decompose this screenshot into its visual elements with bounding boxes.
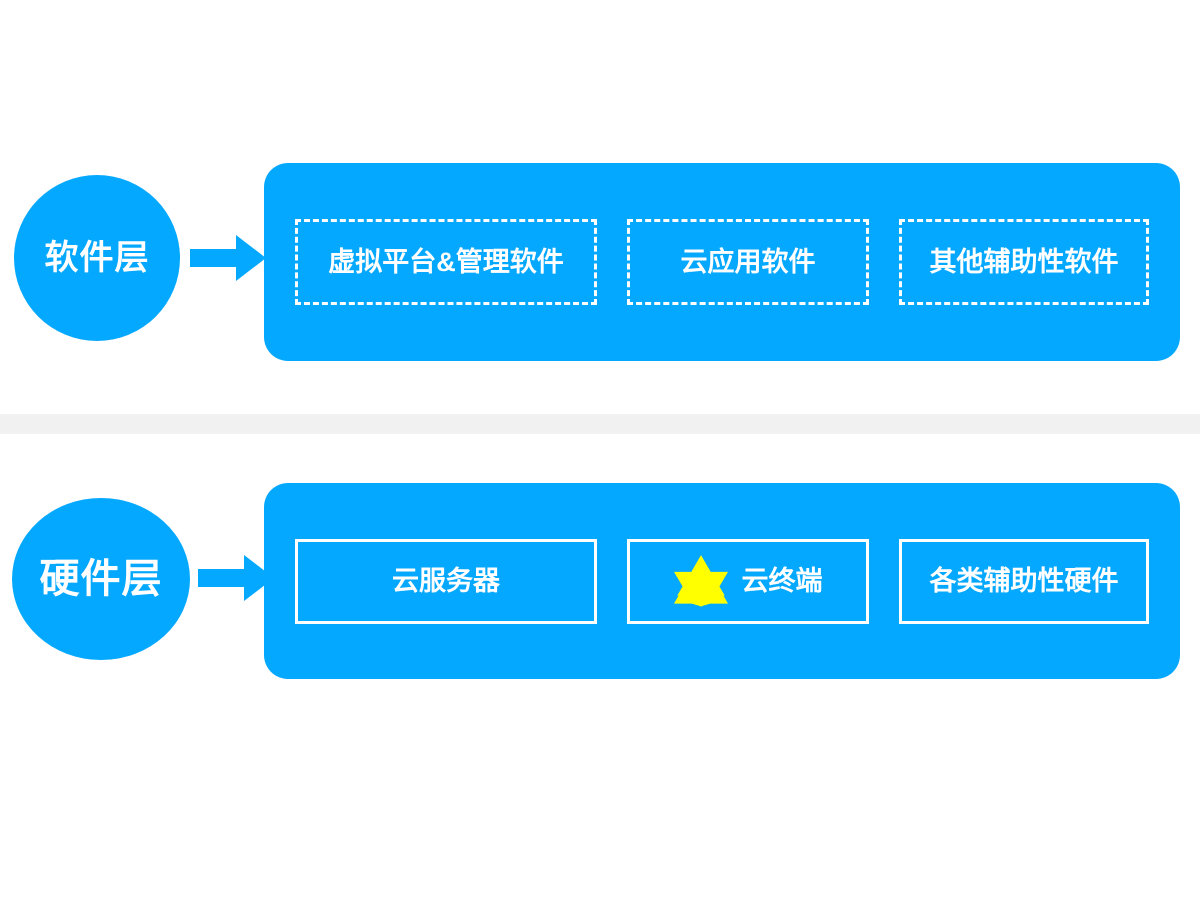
item-cloud-server[interactable]: 云服务器 xyxy=(295,538,597,624)
layer-panel-software: 虚拟平台&管理软件 云应用软件 其他辅助性软件 xyxy=(264,163,1180,361)
item-virtual-platform[interactable]: 虚拟平台&管理软件 xyxy=(295,219,597,305)
right-arrow-icon xyxy=(190,235,266,281)
right-arrow-icon xyxy=(198,555,274,601)
item-cloud-app-label: 云应用软件 xyxy=(680,246,816,277)
layer-items-hardware: 云服务器 云终端 各类辅助性硬件 xyxy=(264,538,1180,624)
item-virtual-platform-label: 虚拟平台&管理软件 xyxy=(328,246,564,277)
layer-badge-label-software: 软件层 xyxy=(44,239,150,277)
layer-divider xyxy=(0,414,1200,434)
layer-items-software: 虚拟平台&管理软件 云应用软件 其他辅助性软件 xyxy=(264,219,1180,305)
layer-badge-label-hardware: 硬件层 xyxy=(39,557,163,601)
item-cloud-server-label: 云服务器 xyxy=(392,565,500,596)
item-other-software[interactable]: 其他辅助性软件 xyxy=(899,219,1149,305)
item-cloud-terminal[interactable]: 云终端 xyxy=(627,538,869,624)
item-cloud-app[interactable]: 云应用软件 xyxy=(627,219,869,305)
layer-row-software: 软件层 虚拟平台&管理软件 云应用软件 其他辅助性软件 xyxy=(0,163,1200,361)
item-other-hardware-label: 各类辅助性硬件 xyxy=(929,565,1119,596)
item-other-software-label: 其他辅助性软件 xyxy=(929,246,1119,277)
layer-row-hardware: 硬件层 云服务器 云终端 xyxy=(0,483,1200,679)
item-cloud-terminal-label: 云终端 xyxy=(741,565,823,596)
layer-panel-hardware: 云服务器 云终端 各类辅助性硬件 xyxy=(264,483,1180,679)
item-other-hardware[interactable]: 各类辅助性硬件 xyxy=(899,538,1149,624)
layer-badge-software[interactable]: 软件层 xyxy=(14,175,180,341)
layer-badge-hardware[interactable]: 硬件层 xyxy=(12,498,190,660)
six-pointed-star-icon xyxy=(673,554,728,608)
